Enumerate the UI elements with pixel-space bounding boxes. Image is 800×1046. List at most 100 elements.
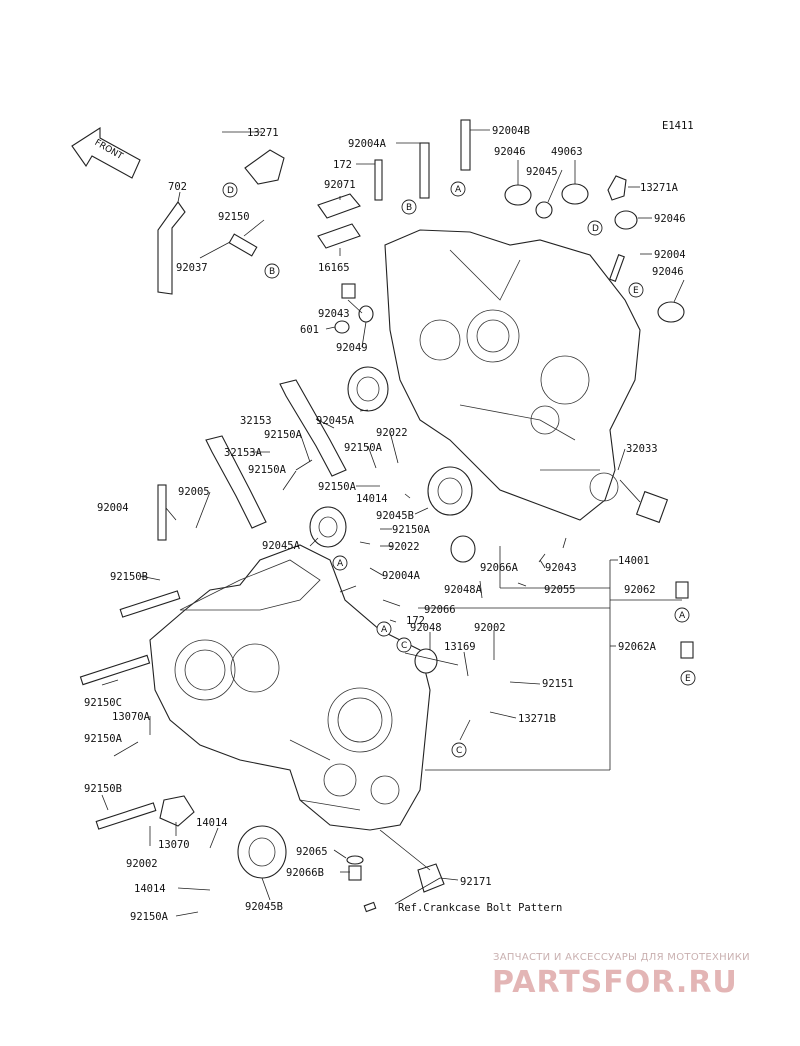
part-label: 92062A — [618, 641, 657, 653]
svg-text:A: A — [679, 611, 686, 621]
oil-seal-92048A — [450, 535, 476, 563]
stud-92004-left — [157, 484, 167, 541]
svg-text:A: A — [337, 559, 344, 569]
part-label: 13070A — [112, 711, 151, 723]
callout-b-2: B — [264, 263, 280, 279]
seals-92043-601-92049 — [334, 283, 374, 334]
part-label: 92171 — [460, 876, 492, 888]
watermark: ЗАПЧАСТИ И АКСЕССУАРЫ ДЛЯ МОТОТЕХНИКИ PA… — [492, 952, 750, 1000]
gasket-16165 — [317, 223, 361, 249]
svg-text:C: C — [401, 641, 407, 651]
part-label: 92150A — [344, 442, 383, 454]
part-label: 92004 — [654, 249, 686, 261]
leader-lines — [101, 129, 685, 917]
part-label: 13271A — [640, 182, 679, 194]
part-label: 92151 — [542, 678, 574, 690]
callout-b-1: B — [401, 199, 417, 215]
callout-a-1: A — [450, 181, 466, 197]
callout-e-1: E — [628, 282, 644, 298]
breather-fitting — [228, 233, 258, 257]
callout-c-2: C — [451, 742, 467, 758]
bolt-172-top — [374, 159, 383, 201]
part-label: 92043 — [318, 308, 350, 320]
stud-92004B — [460, 119, 471, 171]
part-label: 92066A — [480, 562, 519, 574]
part-label: 92048 — [410, 622, 442, 634]
oil-seal-92048 — [414, 648, 438, 674]
part-label: 92045B — [245, 901, 283, 913]
part-label: 172 — [333, 159, 352, 171]
svg-text:E: E — [633, 286, 639, 296]
part-label: 92004 — [97, 502, 129, 514]
springs-92062 — [675, 581, 694, 659]
part-label: 13271B — [518, 713, 556, 725]
part-label: 92048A — [444, 584, 483, 596]
part-label: 92045 — [526, 166, 558, 178]
part-label: 92049 — [336, 342, 368, 354]
part-label: 92062 — [624, 584, 656, 596]
watermark-brand: PARTSFOR.RU — [492, 965, 738, 1000]
part-label: 92150C — [84, 697, 122, 709]
part-label: 702 — [168, 181, 187, 193]
part-labels: 13271 702 92150 92037 92004A 92004B 172 … — [84, 125, 686, 923]
part-label: 92066B — [286, 867, 324, 879]
part-label: 92071 — [324, 179, 356, 191]
hose-bracket-13271 — [244, 149, 285, 185]
part-label: 13169 — [444, 641, 476, 653]
diagram-code: E1411 — [662, 120, 694, 132]
part-label: 92150A — [318, 481, 357, 493]
part-label: 16165 — [318, 262, 350, 274]
callout-c-1: C — [396, 637, 412, 653]
part-label: 14014 — [134, 883, 166, 895]
part-label: 92150B — [84, 783, 122, 795]
part-label: 92002 — [126, 858, 158, 870]
part-label: 92022 — [376, 427, 408, 439]
part-label: 92150A — [248, 464, 287, 476]
oil-pipe-32153A — [205, 435, 267, 529]
part-label: 92043 — [545, 562, 577, 574]
right-crankcase-half — [384, 229, 641, 521]
bearing-92045A-left — [309, 506, 347, 548]
oil-pipe-32153 — [279, 379, 347, 477]
plate-13070 — [159, 795, 195, 827]
pin-92004-right — [609, 254, 625, 282]
bracket-13271A — [607, 175, 627, 201]
part-label: 92046 — [654, 213, 686, 225]
part-label: 13271 — [247, 127, 279, 139]
part-label: 92150A — [264, 429, 303, 441]
plate-92071 — [317, 193, 361, 219]
part-label: 92150A — [392, 524, 431, 536]
part-label: 92150A — [130, 911, 169, 923]
part-label: 92066 — [424, 604, 456, 616]
svg-text:D: D — [592, 224, 599, 234]
stud-92004A — [419, 142, 430, 199]
bearing-92045B-bottom — [237, 825, 287, 879]
part-label: 92150 — [218, 211, 250, 223]
part-label: 92055 — [544, 584, 576, 596]
part-label: 13070 — [158, 839, 190, 851]
part-label: 32153A — [224, 447, 263, 459]
part-label: 92004B — [492, 125, 530, 137]
guide-92171 — [417, 863, 445, 893]
bearings-upper — [504, 183, 685, 323]
svg-text:A: A — [455, 185, 462, 195]
callout-a-3: A — [376, 621, 392, 637]
drain-plug-92065-92066B — [346, 855, 364, 881]
breather-hose — [157, 201, 186, 295]
callout-d-1: D — [222, 182, 238, 198]
svg-text:C: C — [456, 746, 462, 756]
part-label: 92046 — [652, 266, 684, 278]
part-label: 92004A — [348, 138, 387, 150]
bearing-92045B-mid — [427, 466, 473, 516]
svg-text:B: B — [406, 203, 412, 213]
part-label: 92045B — [376, 510, 414, 522]
part-label: 601 — [300, 324, 319, 336]
part-label: 172 — [406, 615, 425, 627]
part-label: 92022 — [388, 541, 420, 553]
left-crankcase-half — [149, 544, 431, 831]
part-label: 92004A — [382, 570, 421, 582]
part-label: 32153 — [240, 415, 272, 427]
svg-text:B: B — [269, 267, 275, 277]
part-label: 92045A — [262, 540, 301, 552]
